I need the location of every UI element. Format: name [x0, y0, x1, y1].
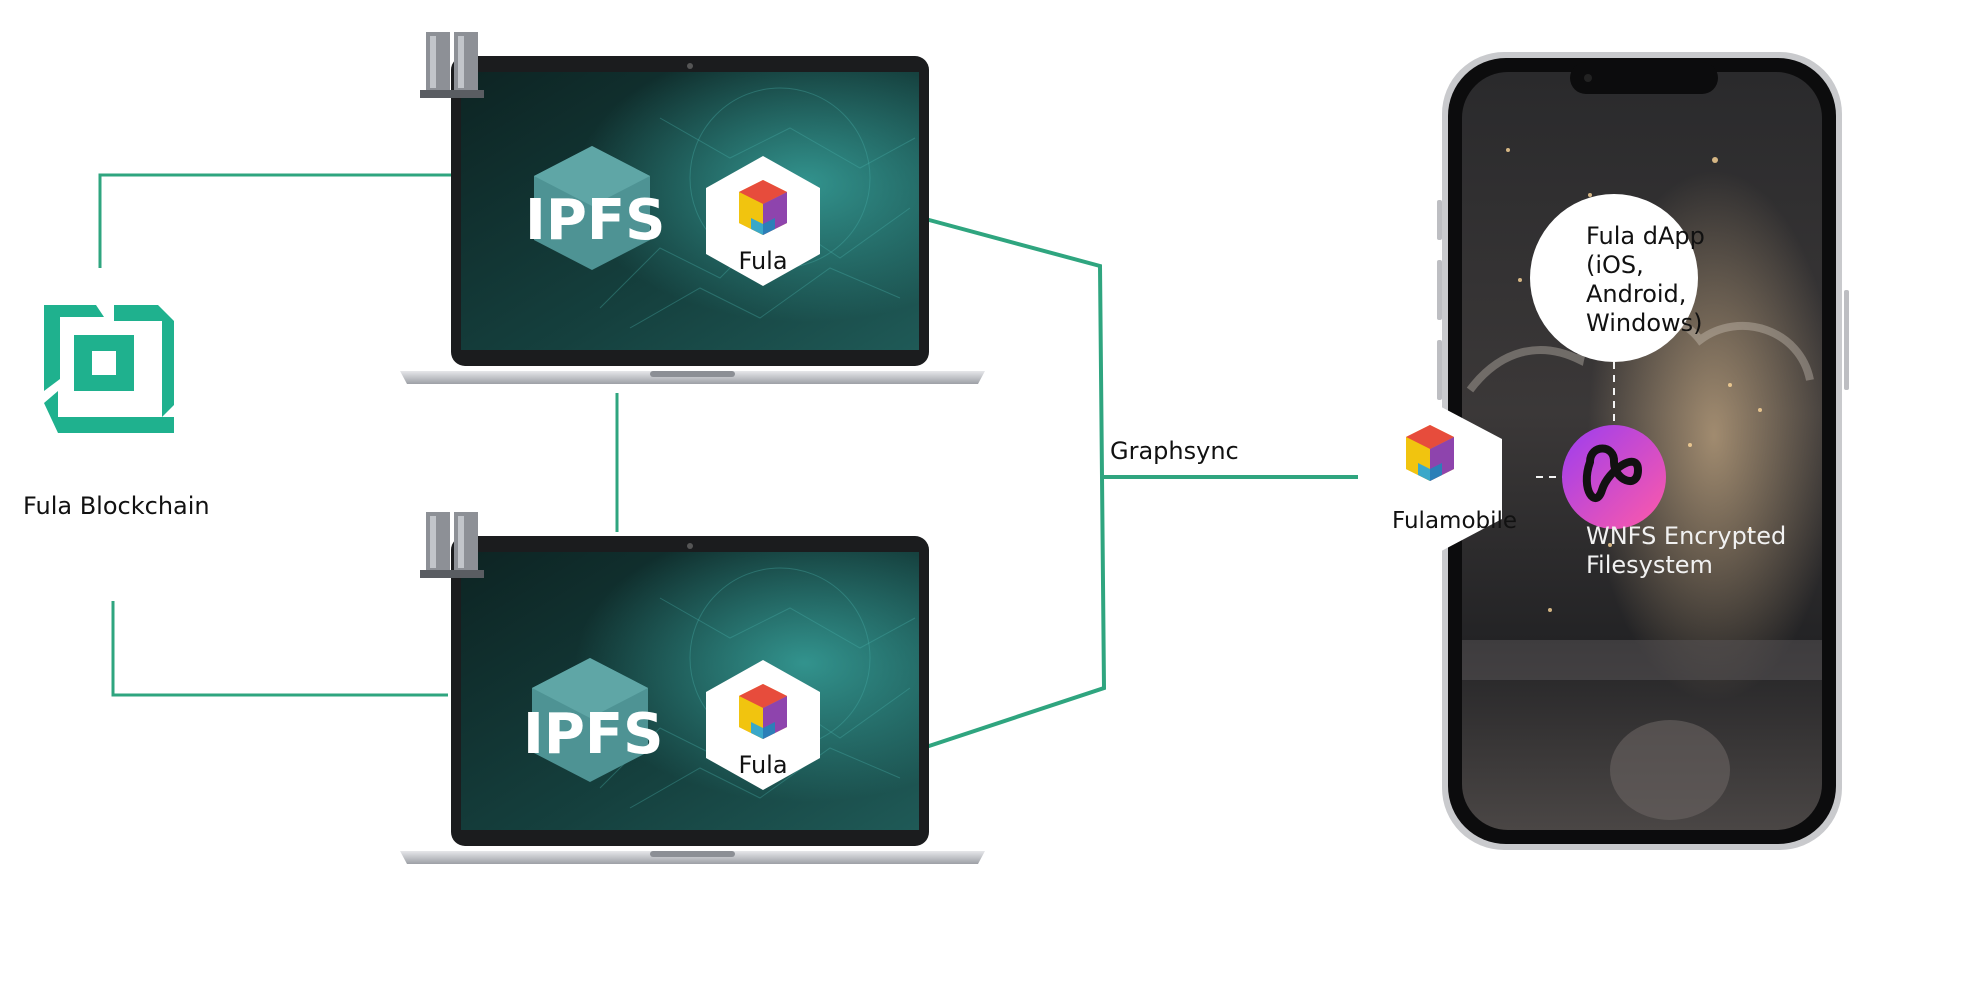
ipfs-label-top: IPFS [525, 188, 666, 253]
server-icon [420, 32, 484, 98]
fula-cube-icon [739, 180, 787, 235]
graphsync-link-line [917, 215, 1107, 749]
server-icon [420, 512, 484, 578]
fula-dapp-line: Android, [1586, 280, 1687, 308]
fula-label-bottom: Fula [738, 751, 788, 779]
fula-dapp-label: Fula dApp (iOS, Android, Windows) [1586, 222, 1705, 338]
phone [1437, 52, 1849, 850]
fula-cube-icon [739, 684, 787, 739]
fulamobile-badge [1358, 401, 1502, 557]
fula-dapp-line: Fula dApp [1586, 222, 1705, 250]
wnfs-line: WNFS Encrypted [1586, 522, 1787, 550]
fula-cube-icon [1406, 425, 1454, 481]
fula-blockchain-logo [44, 305, 174, 433]
ipfs-label-bottom: IPFS [523, 702, 664, 767]
laptop-bottom [400, 536, 985, 864]
graphsync-label: Graphsync [1110, 437, 1239, 465]
fula-dapp-line: (iOS, [1586, 251, 1644, 279]
laptop-top [400, 56, 985, 384]
fula-blockchain-label: Fula Blockchain [23, 492, 210, 520]
fula-label-top: Fula [738, 247, 788, 275]
wnfs-line: Filesystem [1586, 551, 1713, 579]
blockchain-to-laptop-bottom-line [111, 601, 448, 697]
wnfs-infinity-icon [1582, 444, 1643, 502]
fula-dapp-line: Windows) [1586, 309, 1703, 337]
wnfs-label: WNFS Encrypted Filesystem [1586, 522, 1786, 580]
blockchain-connector [98, 173, 457, 697]
blockchain-to-laptop-top-line [98, 173, 457, 268]
fulamobile-label: Fulamobile [1392, 508, 1518, 534]
